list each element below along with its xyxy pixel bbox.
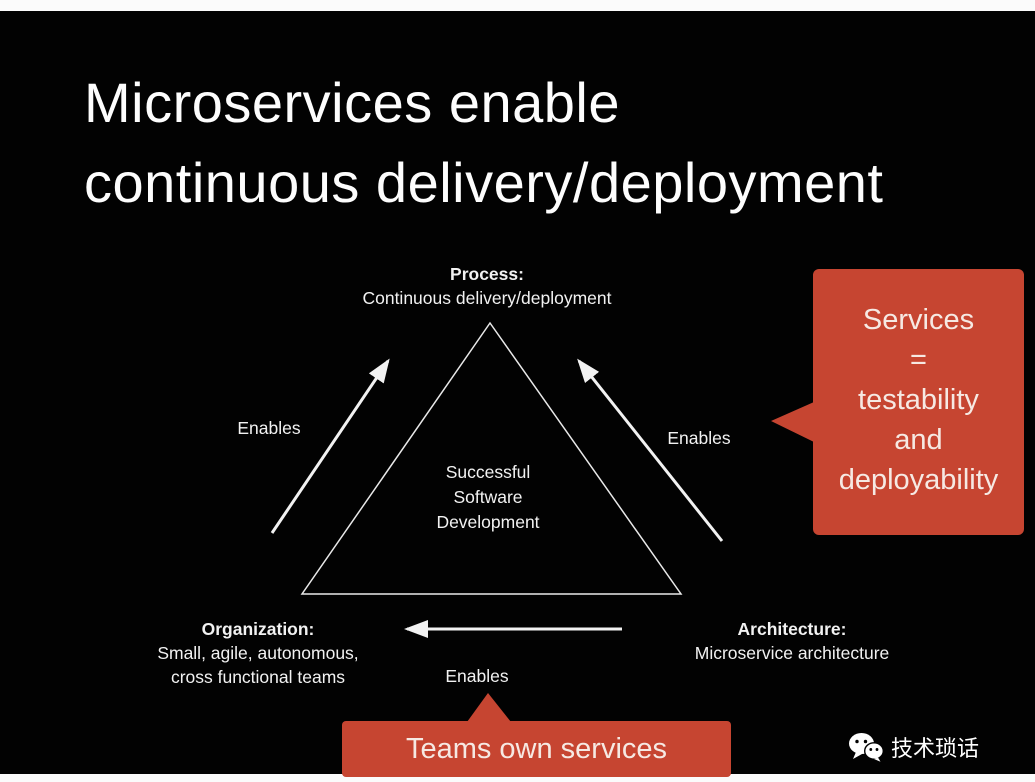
callout-services-pointer	[771, 402, 814, 442]
node-architecture: Architecture: Microservice architecture	[632, 617, 952, 665]
node-process-description: Continuous delivery/deployment	[362, 288, 612, 308]
callout-services-line-5: deployability	[838, 464, 999, 496]
slide-title-line-1: Microservices enable	[84, 71, 620, 134]
callout-teams-pointer	[467, 693, 511, 722]
slide-title: Microservices enable continuous delivery…	[84, 63, 883, 223]
node-architecture-label: Architecture:	[737, 619, 847, 639]
triangle-outline	[300, 321, 683, 595]
node-center-line-3: Development	[436, 512, 540, 532]
node-center-line-2: Software	[453, 487, 523, 507]
callout-teams-text: Teams own services	[405, 733, 668, 765]
node-center: Successful Software Development	[388, 460, 588, 535]
callout-teams: Teams own services	[342, 693, 731, 777]
node-process-label: Process:	[450, 264, 524, 284]
brand-footer: 技术琐话	[848, 731, 979, 763]
wechat-icon	[849, 733, 884, 762]
node-organization: Organization: Small, agile, autonomous, …	[98, 617, 418, 689]
slide-title-line-2: continuous delivery/deployment	[84, 151, 884, 214]
node-center-line-1: Successful	[445, 462, 531, 482]
edge-label-left: Enables	[237, 418, 301, 438]
callout-services-line-2: =	[910, 344, 927, 376]
edge-label-right: Enables	[667, 428, 731, 448]
node-architecture-description: Microservice architecture	[694, 643, 890, 663]
arrow-organization-to-process	[270, 358, 390, 534]
callout-services: Services = testability and deployability	[771, 269, 1024, 535]
edge-label-bottom: Enables	[445, 666, 509, 686]
callout-services-line-3: testability	[858, 384, 979, 416]
node-process: Process: Continuous delivery/deployment	[267, 262, 707, 310]
arrow-architecture-to-process	[577, 358, 724, 542]
callout-services-line-1: Services	[862, 304, 975, 336]
brand-name: 技术琐话	[891, 736, 980, 761]
node-organization-description-1: Small, agile, autonomous,	[157, 643, 359, 663]
slide-canvas: Microservices enable continuous delivery…	[0, 11, 1035, 777]
node-organization-description-2: cross functional teams	[170, 667, 346, 687]
node-organization-label: Organization:	[201, 619, 315, 639]
callout-services-line-4: and	[894, 424, 943, 456]
